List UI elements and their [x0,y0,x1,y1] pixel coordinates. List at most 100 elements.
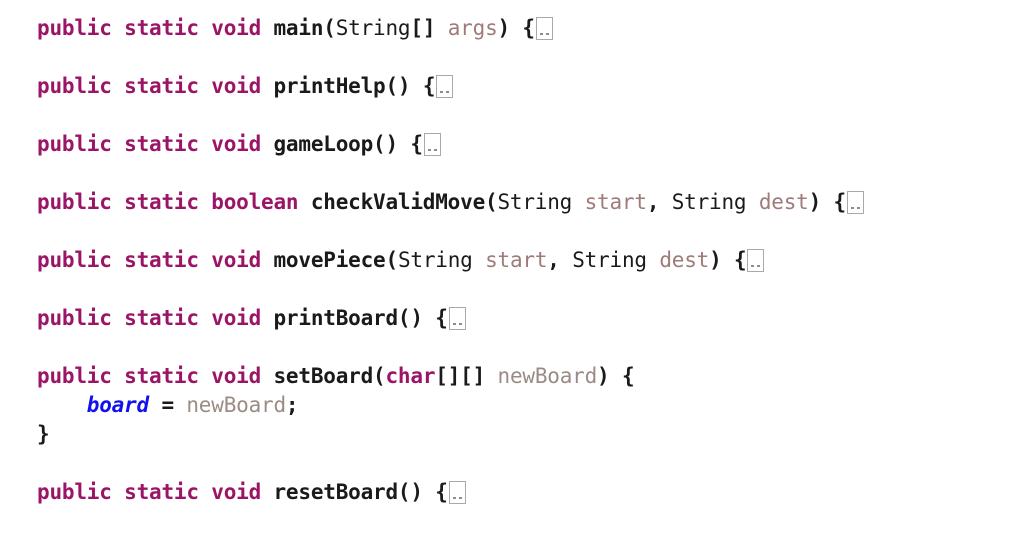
variable-token: newBoard [497,364,598,388]
keyword-token: static [124,74,199,98]
brace-token: { [422,74,436,98]
whitespace-token [722,248,734,272]
code-line[interactable]: public static void main(String[] args) { [37,14,1024,43]
punctuation-token: ) [709,248,722,272]
whitespace-token [112,248,124,272]
folded-code-region[interactable] [846,191,864,214]
whitespace-token [261,16,273,40]
whitespace-token [112,190,124,214]
code-line[interactable]: public static void resetBoard() { [37,478,1024,507]
variable-token: newBoard [186,393,286,417]
keyword-token: void [211,306,262,330]
brace-token: } [37,422,50,446]
method-name-token: printBoard [273,306,398,330]
keyword-token: public [37,480,112,504]
whitespace-token [746,190,758,214]
brace-token: { [734,248,747,272]
blank-line[interactable] [37,43,1024,72]
folded-code-region[interactable] [448,481,466,504]
whitespace-token [199,190,211,214]
blank-line[interactable] [37,159,1024,188]
keyword-token: void [211,248,262,272]
whitespace-token [473,248,485,272]
keyword-token: void [211,364,262,388]
code-line[interactable]: board = newBoard; [37,391,1024,420]
method-name-token: gameLoop [273,132,374,156]
code-line[interactable]: public static boolean checkValidMove(Str… [37,188,1024,217]
punctuation-token: ; [285,393,299,417]
whitespace-token [261,74,273,98]
code-line[interactable]: public static void gameLoop() { [37,130,1024,159]
whitespace-token [423,480,435,504]
whitespace-token [199,364,211,388]
folded-code-region[interactable] [436,75,454,98]
folded-code-region[interactable] [747,249,765,272]
keyword-token: public [37,306,112,330]
whitespace-token [112,306,124,330]
punctuation-token: ( [385,248,398,272]
parameter-token: args [447,16,498,40]
whitespace-token [199,74,211,98]
folded-code-region[interactable] [448,307,466,330]
punctuation-token: ( [373,364,386,388]
punctuation-token: [] [410,16,436,40]
whitespace-token [199,16,211,40]
code-line[interactable]: public static void movePiece(String star… [37,246,1024,275]
whitespace-token [398,132,410,156]
keyword-token: static [124,306,199,330]
punctuation-token: ) [597,364,610,388]
parameter-token: start [584,190,647,214]
punctuation-token: () [373,132,398,156]
brace-token: { [833,190,847,214]
punctuation-token: , [547,248,560,272]
whitespace-token [112,74,124,98]
parameter-token: dest [659,248,710,272]
whitespace-token [149,393,161,417]
whitespace-token [112,480,124,504]
type-token: String [497,190,573,214]
keyword-token: void [211,16,262,40]
keyword-token: public [37,132,112,156]
code-line[interactable]: public static void printHelp() { [37,72,1024,101]
whitespace-token [485,364,497,388]
whitespace-token [199,132,211,156]
type-token: String [572,248,647,272]
keyword-token: boolean [211,190,299,214]
blank-line[interactable] [37,333,1024,362]
blank-line[interactable] [37,275,1024,304]
method-name-token: checkValidMove [310,190,486,214]
keyword-token: public [37,190,112,214]
blank-line[interactable] [37,217,1024,246]
code-content-area[interactable]: public static void main(String[] args) {… [37,14,1024,557]
brace-token: { [435,306,448,330]
keyword-token: public [37,248,112,272]
code-line[interactable]: } [37,420,1024,449]
method-name-token: main [273,16,324,40]
whitespace-token [659,190,671,214]
folded-code-region[interactable] [535,17,553,40]
whitespace-token [261,132,273,156]
brace-token: { [621,364,635,388]
parameter-token: start [485,248,548,272]
brace-token: { [522,16,535,40]
keyword-token: static [124,248,199,272]
keyword-token: void [211,480,262,504]
folded-code-region[interactable] [423,133,441,156]
whitespace-token [199,480,211,504]
method-name-token: printHelp [273,74,386,98]
whitespace-token [112,132,124,156]
type-token: String [335,16,411,40]
whitespace-token [435,16,447,40]
keyword-token: static [124,364,199,388]
whitespace-token [298,190,310,214]
keyword-token: void [211,74,262,98]
punctuation-token: ( [323,16,336,40]
blank-line[interactable] [37,449,1024,478]
code-line[interactable]: public static void printBoard() { [37,304,1024,333]
whitespace-token [112,364,124,388]
keyword-token: static [124,190,199,214]
keyword-token: public [37,74,112,98]
blank-line[interactable] [37,101,1024,130]
code-line[interactable]: public static void setBoard(char[][] new… [37,362,1024,391]
